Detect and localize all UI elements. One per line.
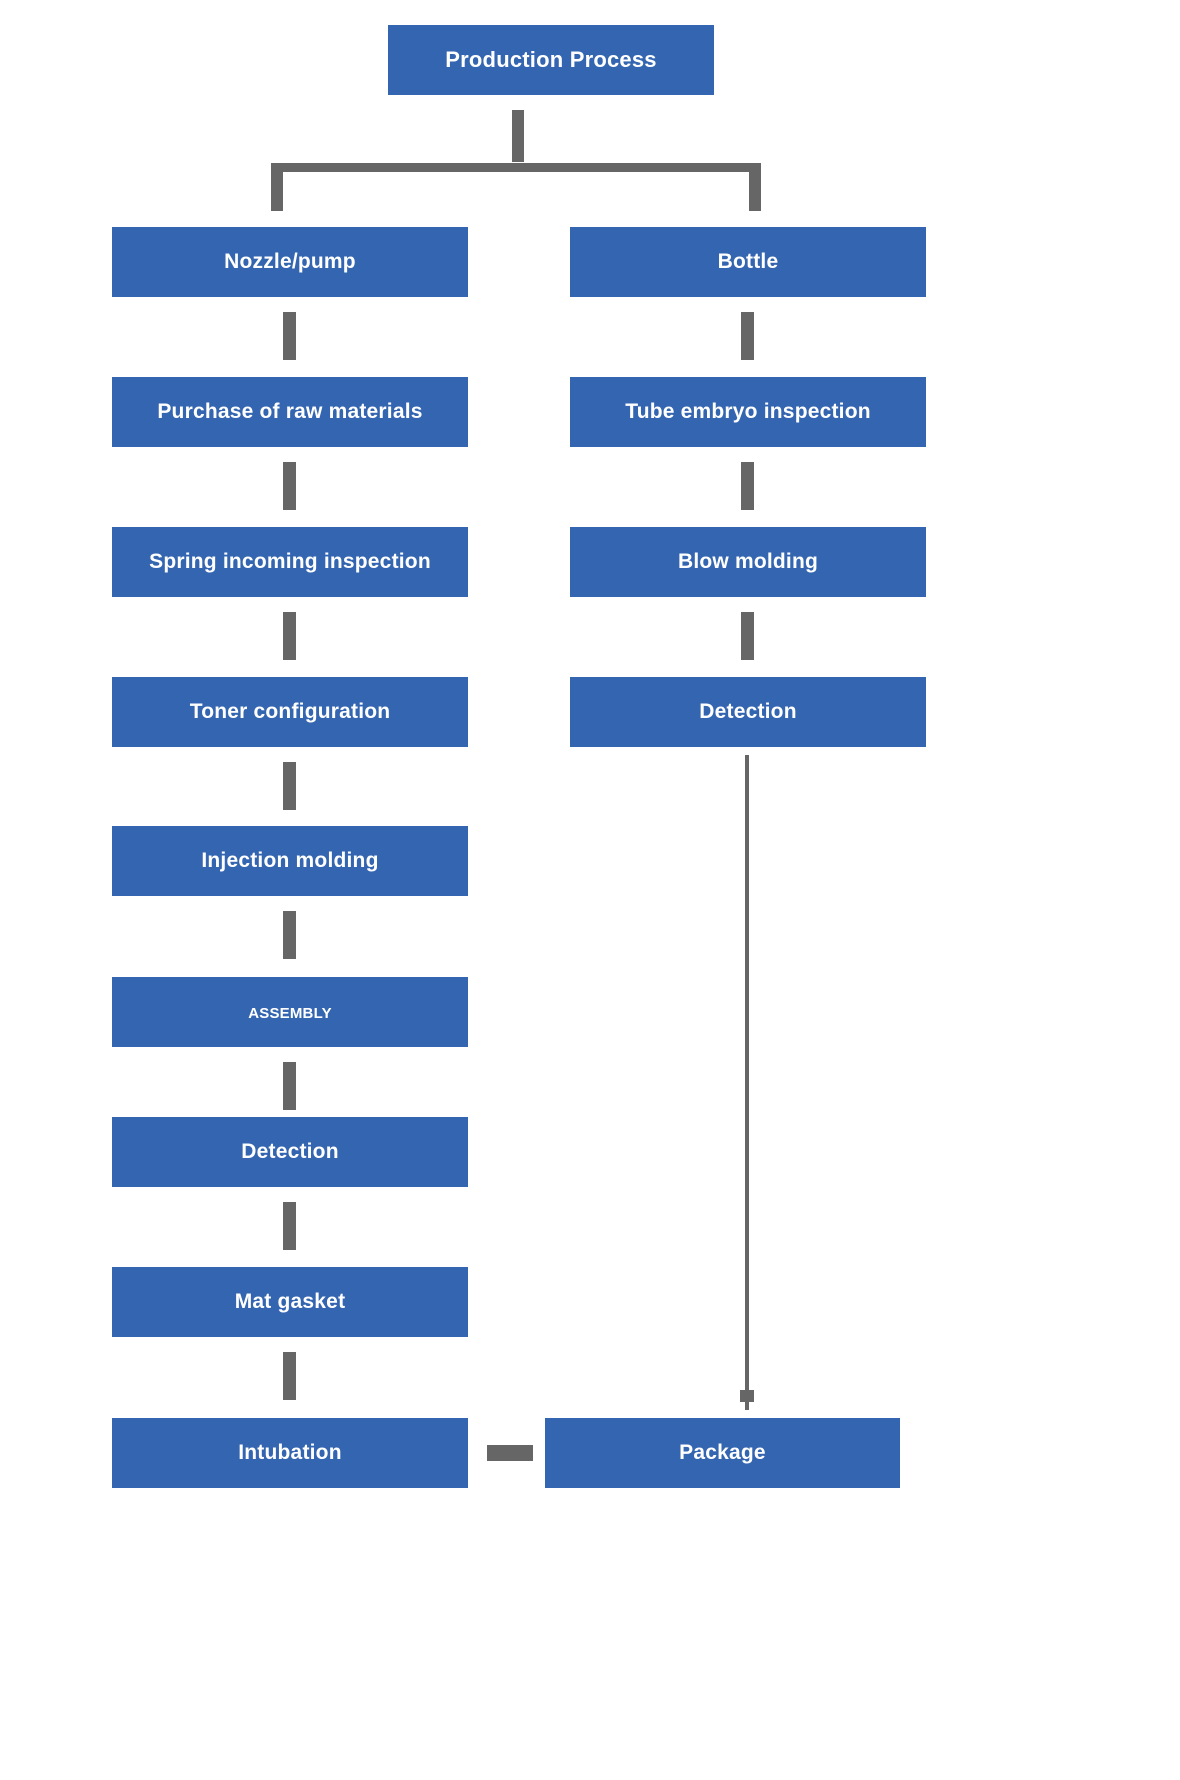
connector-detection-to-package — [745, 755, 749, 1410]
node-nozzle-pump[interactable]: Nozzle/pump — [112, 227, 468, 297]
node-spring-incoming-inspection[interactable]: Spring incoming inspection — [112, 527, 468, 597]
node-blow-molding[interactable]: Blow molding — [570, 527, 926, 597]
connector-branch-drop-right — [749, 163, 761, 211]
node-mat-gasket[interactable]: Mat gasket — [112, 1267, 468, 1337]
connector-right-3 — [741, 612, 754, 660]
connector-left-4 — [283, 762, 296, 810]
connector-right-1 — [741, 312, 754, 360]
connector-left-3 — [283, 612, 296, 660]
connector-branch-drop-left — [271, 163, 283, 211]
node-detection-right[interactable]: Detection — [570, 677, 926, 747]
connector-left-1 — [283, 312, 296, 360]
node-package[interactable]: Package — [545, 1418, 900, 1488]
connector-left-5 — [283, 911, 296, 959]
connector-root-stem — [512, 110, 524, 162]
node-tube-embryo-inspection[interactable]: Tube embryo inspection — [570, 377, 926, 447]
node-injection-molding[interactable]: Injection molding — [112, 826, 468, 896]
node-toner-configuration[interactable]: Toner configuration — [112, 677, 468, 747]
node-detection-left[interactable]: Detection — [112, 1117, 468, 1187]
node-intubation[interactable]: Intubation — [112, 1418, 468, 1488]
connector-left-7 — [283, 1202, 296, 1250]
node-production-process[interactable]: Production Process — [388, 25, 714, 95]
connector-right-2 — [741, 462, 754, 510]
connector-branch-bar — [271, 163, 761, 172]
node-assembly[interactable]: Assembly — [112, 977, 468, 1047]
connector-detection-to-package-arrowfoot — [740, 1390, 754, 1402]
connector-left-6 — [283, 1062, 296, 1110]
connector-left-8 — [283, 1352, 296, 1400]
connector-left-2 — [283, 462, 296, 510]
node-bottle[interactable]: Bottle — [570, 227, 926, 297]
node-purchase-of-raw-materials[interactable]: Purchase of raw materials — [112, 377, 468, 447]
connector-intubation-to-package — [487, 1445, 533, 1461]
